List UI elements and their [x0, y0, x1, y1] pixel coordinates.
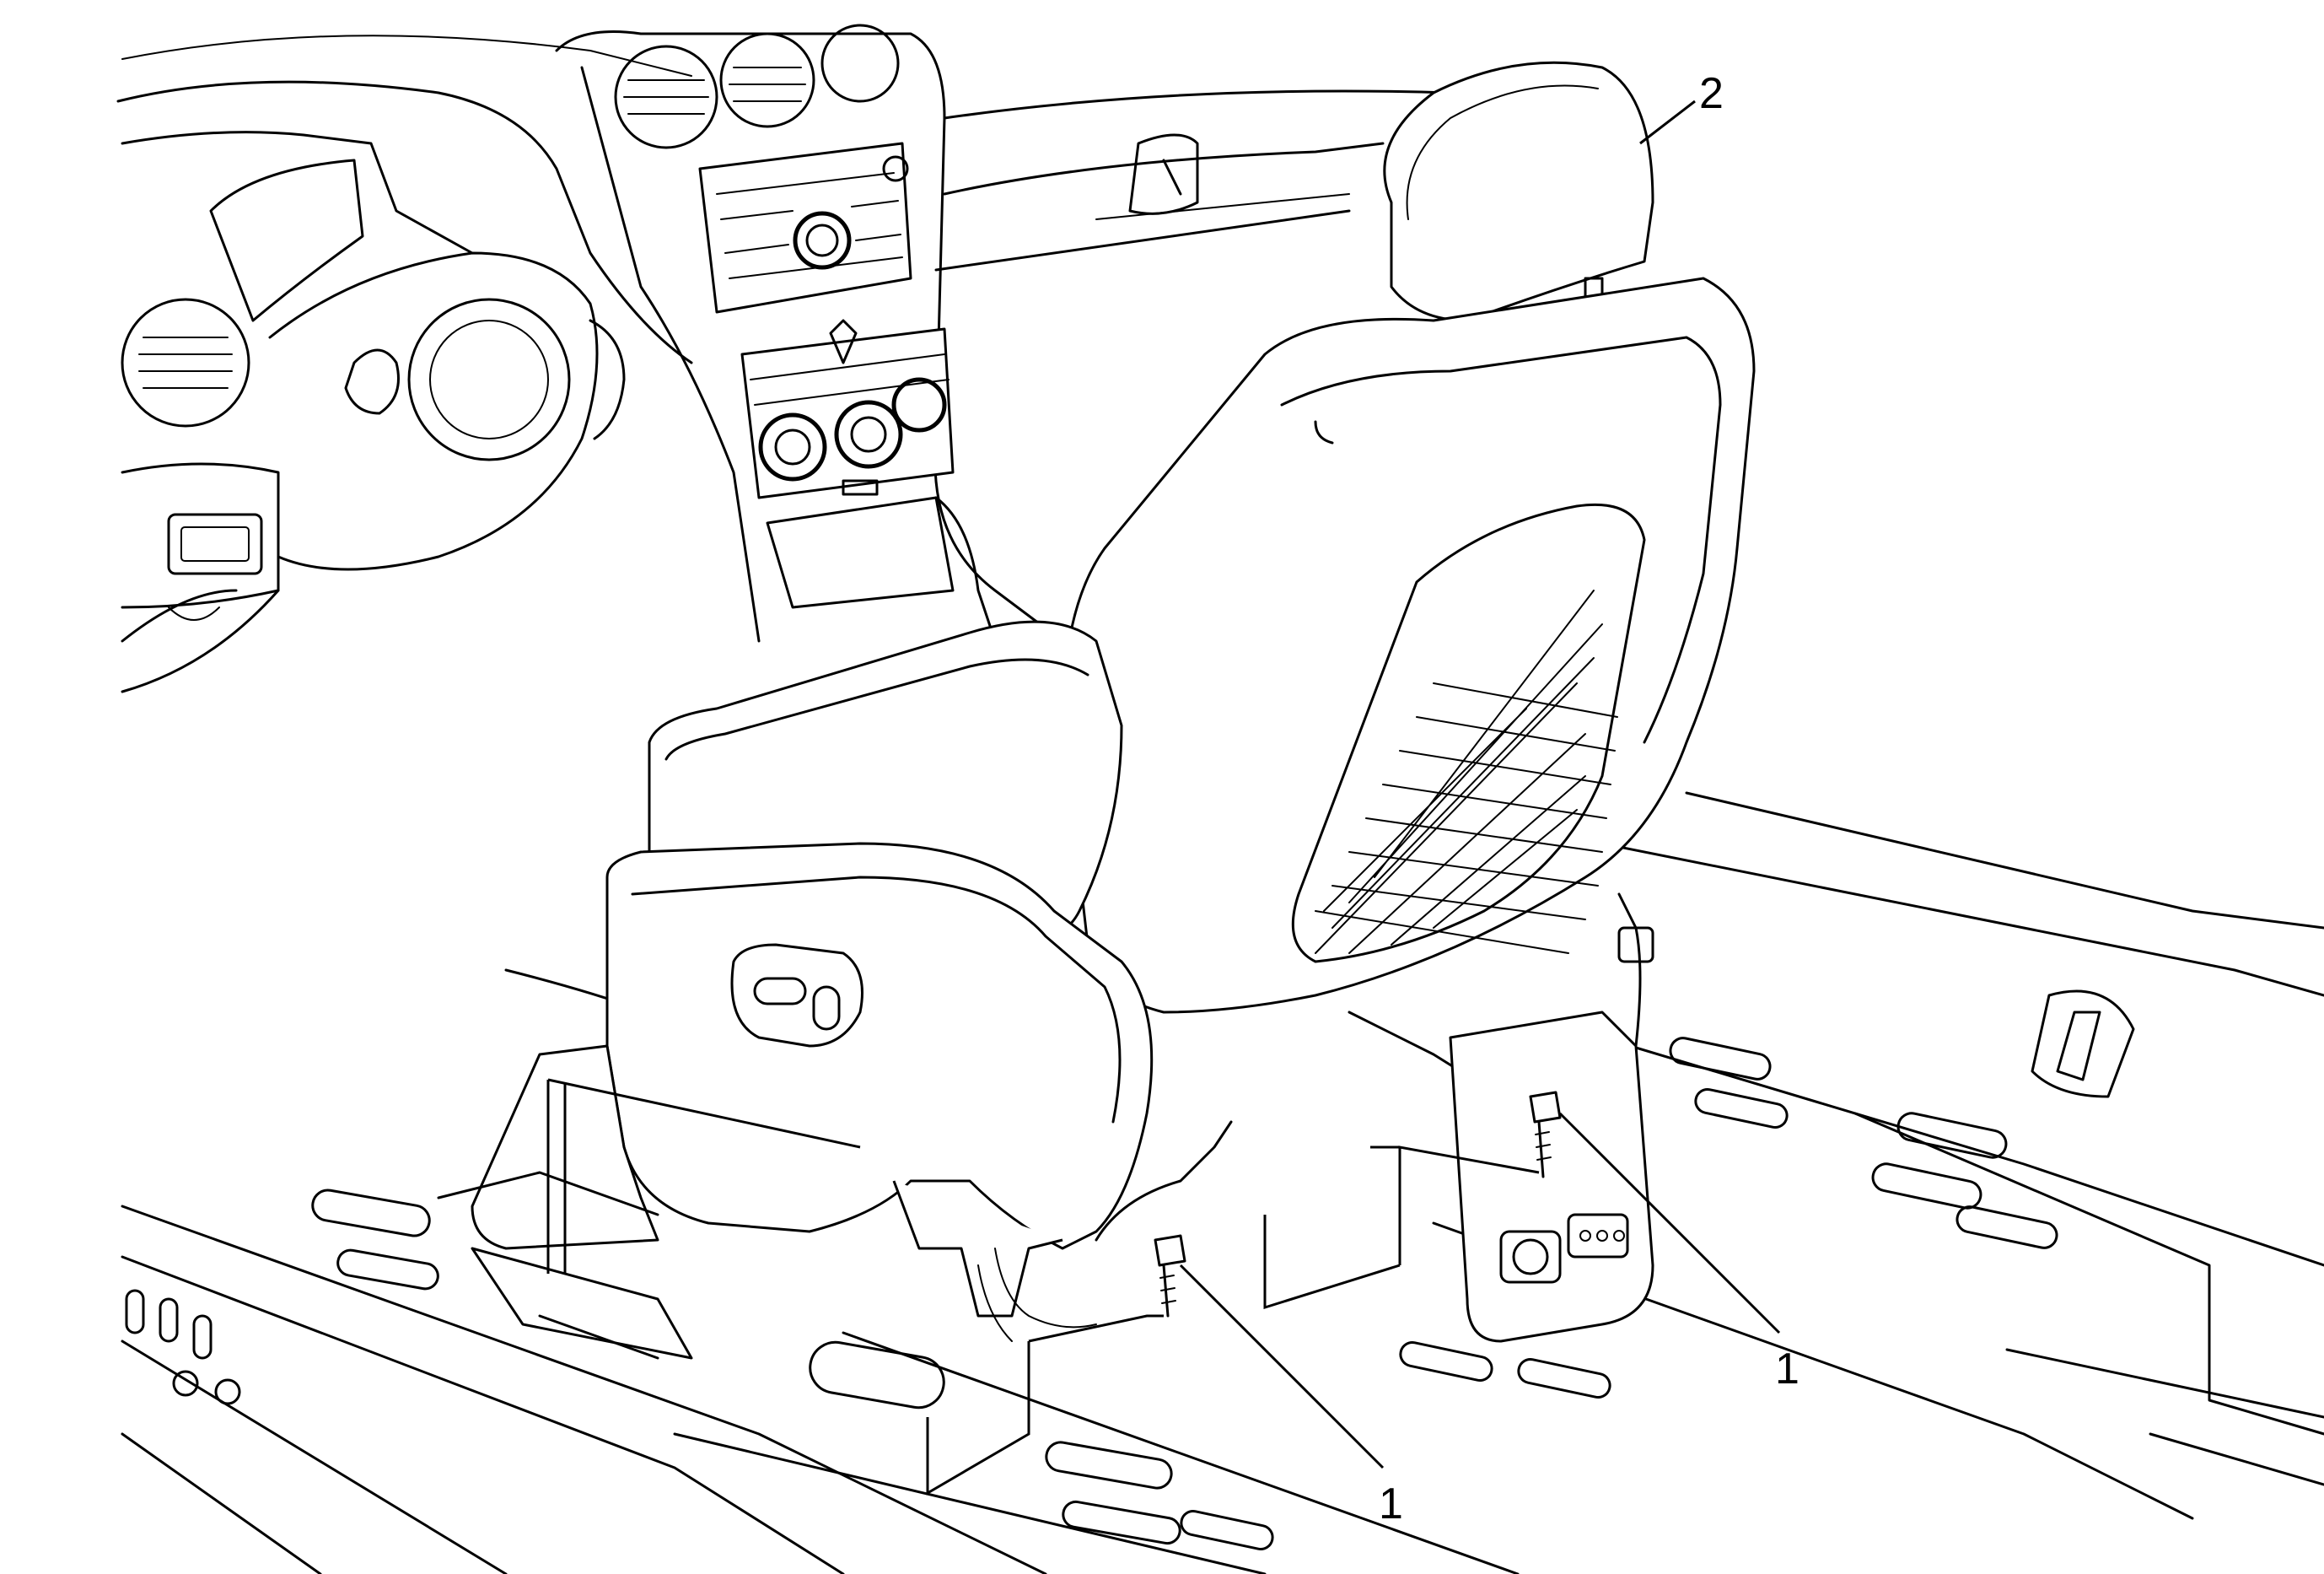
callout-label: 1 [1379, 1480, 1403, 1528]
callout-fastener-rear: 1 [1558, 1112, 1799, 1393]
callout-seat-assembly: 2 [1639, 69, 1724, 145]
callout-label: 1 [1775, 1345, 1799, 1393]
installation-guide-lines [546, 1078, 1540, 1496]
mesh-pocket [1315, 590, 1618, 954]
floor-pan [121, 791, 2324, 1574]
callout-fastener-front: 1 [1179, 1264, 1403, 1528]
center-stack [555, 24, 1064, 643]
seat-bolt-rear [1529, 1091, 1562, 1178]
callout-label: 2 [1699, 69, 1724, 118]
seat-bolt-front [1154, 1234, 1186, 1318]
seat-assembly [437, 61, 1756, 1343]
passenger-dash [934, 89, 1452, 272]
instrument-panel [116, 35, 693, 693]
